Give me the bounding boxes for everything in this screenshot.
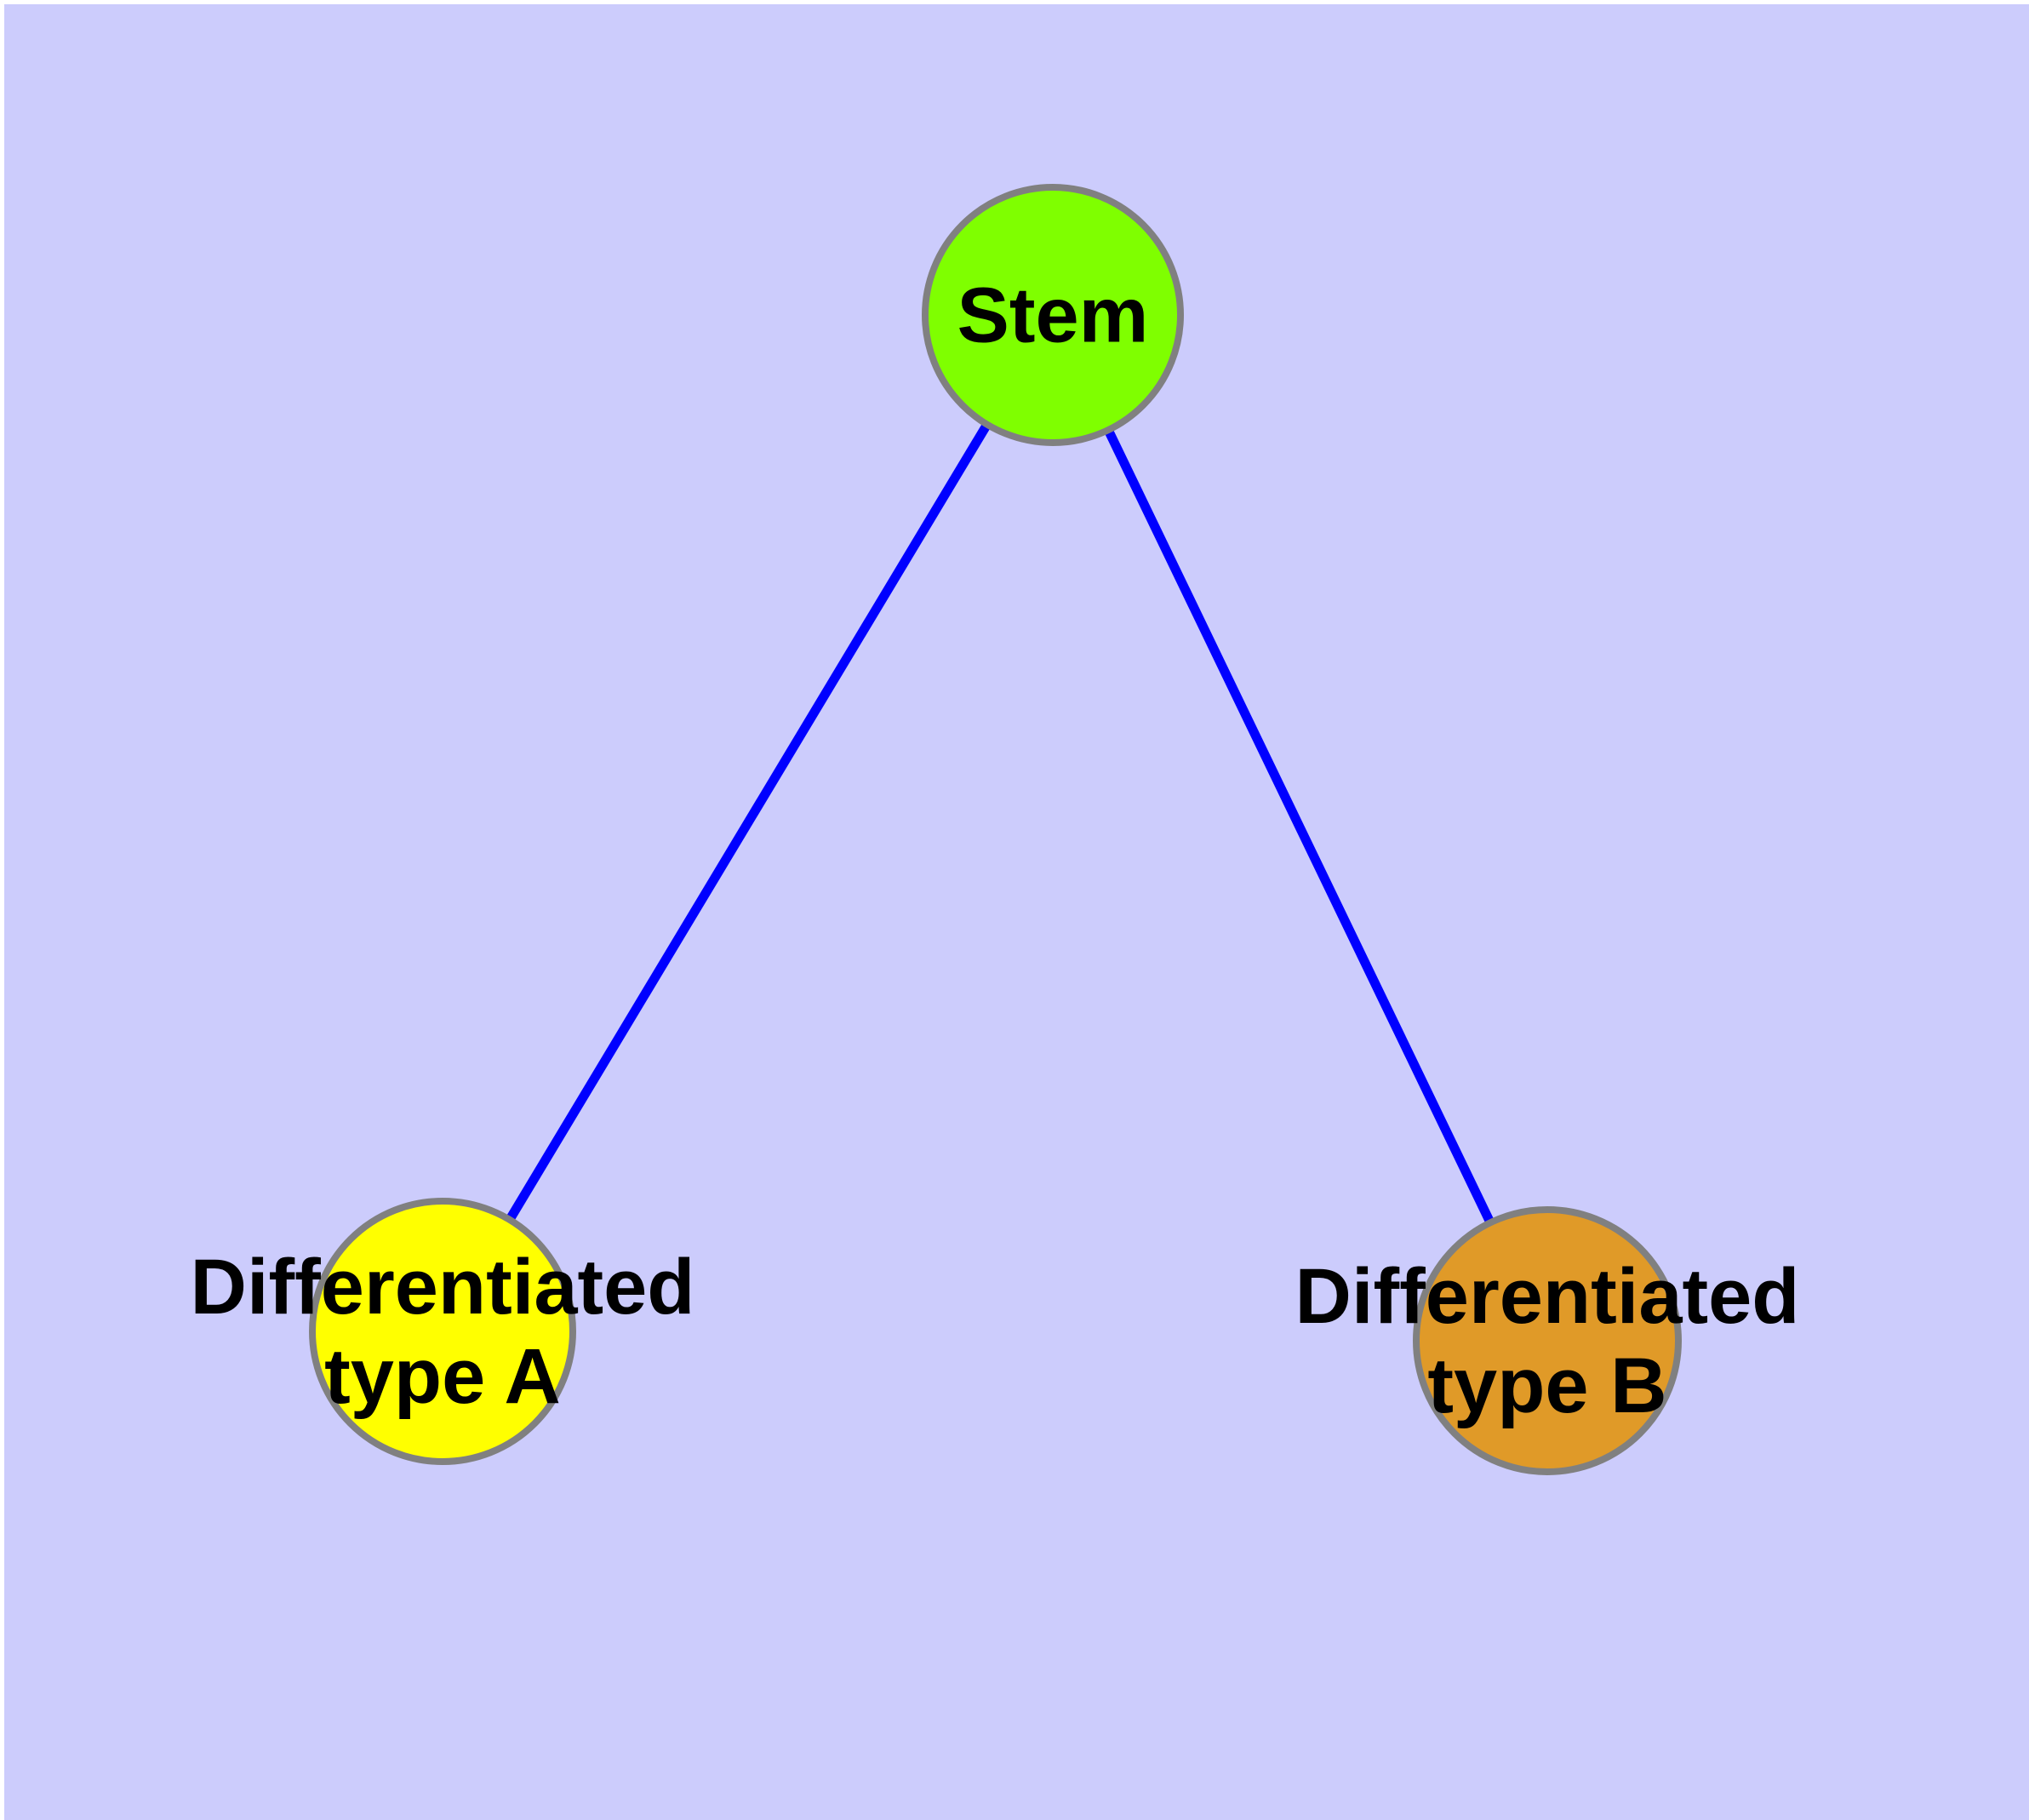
edges-layer [438, 312, 1552, 1343]
node-label-line: Differentiated [191, 1244, 695, 1331]
node-label-line: Stem [957, 272, 1149, 358]
node-label-line: type B [1427, 1342, 1666, 1429]
edge-stem-to-diff_a [438, 312, 1057, 1334]
node-circle-diff_a[interactable] [309, 1198, 576, 1465]
edge-stem-to-diff_b [1049, 312, 1552, 1343]
node-label-line: type A [324, 1333, 561, 1420]
node-label-line: Differentiated [1295, 1253, 1800, 1340]
node-stem[interactable]: Stem [922, 184, 1184, 446]
node-circle-diff_b[interactable] [1413, 1206, 1682, 1475]
node-circle-stem[interactable] [922, 184, 1184, 446]
node-label-stem: Stem [957, 272, 1149, 358]
